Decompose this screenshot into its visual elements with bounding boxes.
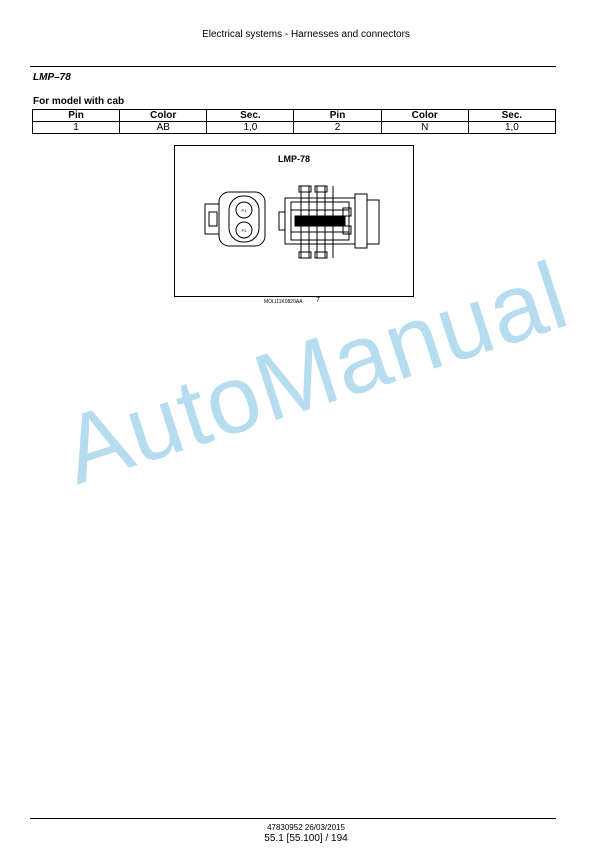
table-cell: 1,0 (467, 121, 557, 134)
figure-caption: MOLI11K0820AA (264, 299, 303, 305)
header-divider (30, 66, 556, 67)
connector-side-view (278, 185, 380, 259)
connector-title: LMP–78 (33, 72, 71, 83)
page-number: 55.1 [55.100] / 194 (264, 833, 348, 844)
column-header: Sec. (206, 109, 295, 122)
connector-front-view: P1 P2 (204, 191, 266, 247)
table-cell: 2 (293, 121, 382, 134)
column-header: Pin (31, 109, 121, 122)
connector-drawing: P1 P2 (204, 185, 380, 259)
table-row: 1 AB 1,0 2 N 1,0 (31, 121, 557, 134)
connector-figure: LMP-78 P1 P2 (174, 145, 414, 297)
pin-label: P1 (242, 208, 248, 213)
figure-title: LMP-78 (277, 154, 310, 164)
page-header-title: Electrical systems - Harnesses and conne… (202, 29, 410, 40)
pin-table: Pin Color Sec. Pin Color Sec. 1 AB 1,0 2… (31, 109, 557, 134)
pin-label: P2 (242, 228, 248, 233)
column-header: Color (380, 109, 469, 122)
table-cell: N (380, 121, 469, 134)
table-header-row: Pin Color Sec. Pin Color Sec. (31, 109, 557, 122)
column-header: Color (119, 109, 208, 122)
table-cell: 1,0 (206, 121, 295, 134)
table-cell: 1 (31, 121, 121, 134)
footer-divider (30, 818, 556, 819)
column-header: Pin (293, 109, 382, 122)
document-id: 47830952 26/03/2015 (267, 823, 345, 832)
column-header: Sec. (467, 109, 557, 122)
figure-number: 7 (316, 297, 320, 304)
table-cell: AB (119, 121, 208, 134)
model-label: For model with cab (33, 96, 125, 107)
